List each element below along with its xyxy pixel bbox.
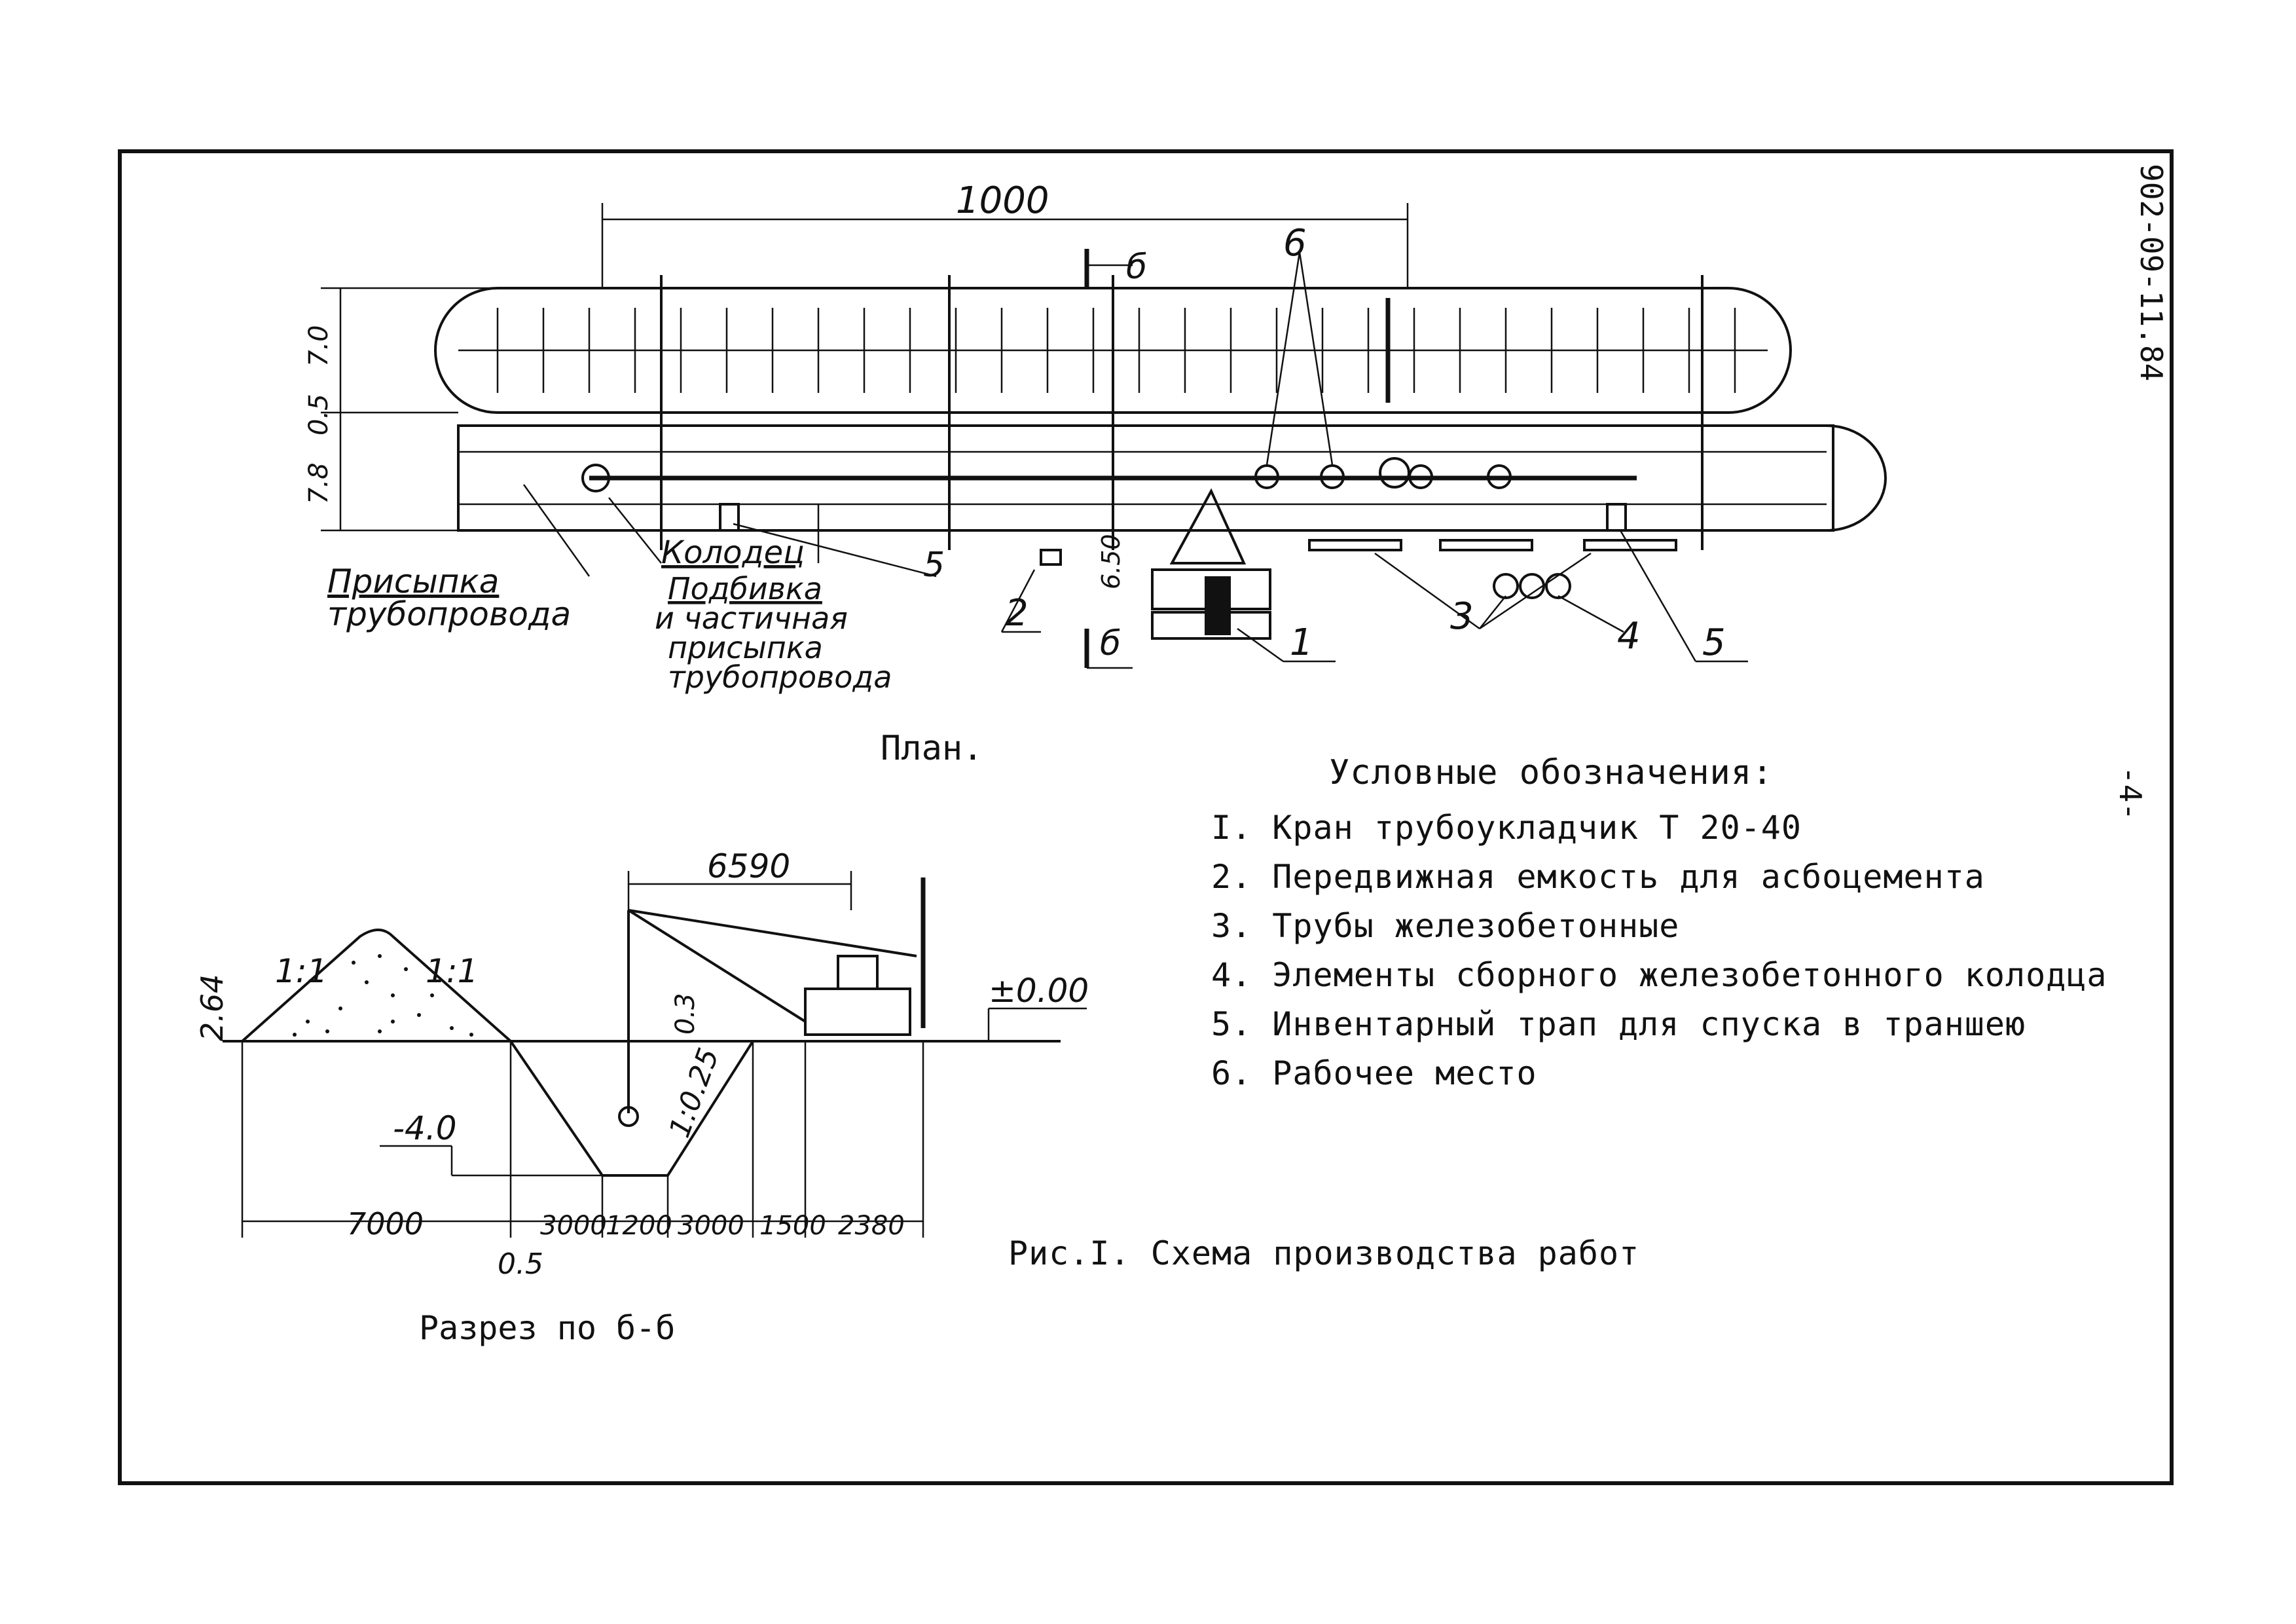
station-lines xyxy=(660,275,1704,550)
bottom-dim-2: 1200 xyxy=(606,1211,672,1241)
plan-dim-left-2: 7.8 xyxy=(304,462,334,504)
section-dim-top: 6590 xyxy=(707,847,790,885)
legend-item-4: 4. Элементы сборного железобетонного кол… xyxy=(1211,956,2107,994)
label-tamping-3: присыпка xyxy=(668,630,823,665)
trench-outline xyxy=(457,424,1834,532)
ladder-symbol xyxy=(1606,503,1627,532)
callout-5-left: 5 xyxy=(923,545,945,585)
crane-section xyxy=(618,877,926,1127)
crane-plan-symbol xyxy=(1151,488,1271,640)
section-mark-bottom: б xyxy=(1100,624,1121,663)
drawing-frame xyxy=(118,149,2174,1485)
height-mound: 2.64 xyxy=(194,974,230,1041)
legend-item-2: 2. Передвижная емкость для асбоцемента xyxy=(1211,858,1985,896)
label-tamping-2: и частичная xyxy=(655,600,848,636)
callout-2: 2 xyxy=(1005,592,1029,635)
plan-dim-left-1: 0.5 xyxy=(304,394,334,435)
bottom-dim-5: 2380 xyxy=(838,1211,905,1241)
label-tamping-4: трубопровода xyxy=(668,659,892,695)
trench-profile xyxy=(509,1040,754,1177)
callout-4: 4 xyxy=(1617,615,1641,657)
legend-item-3: 3. Трубы железобетонные xyxy=(1211,907,1680,945)
bottom-dim-3: 3000 xyxy=(678,1211,744,1241)
spoil-hatch xyxy=(496,308,1736,393)
legend-item-5: 5. Инвентарный трап для спуска в траншею xyxy=(1211,1005,2026,1043)
callout-5: 5 xyxy=(1702,621,1726,664)
pipes-symbols xyxy=(1308,539,1677,551)
section-title: Разрез по б-б xyxy=(419,1309,675,1347)
section-view: 1:1 1:1 2.64 1:0.25 0.3 -4.0 6590 ±0.00 xyxy=(194,847,1089,1281)
level-zero: ±0.00 xyxy=(989,972,1089,1010)
plan-view: 1000 xyxy=(304,179,1887,695)
plan-dim-top: 1000 xyxy=(956,179,1049,222)
section-mark-top: б xyxy=(1126,248,1147,287)
label-well: Колодец xyxy=(661,534,805,571)
legend-item-1: I. Кран трубоукладчик Т 20-40 xyxy=(1211,809,1802,847)
callout-1: 1 xyxy=(1290,621,1313,664)
mound-stipple xyxy=(293,954,473,1037)
bottom-dim-small: 0.5 xyxy=(498,1247,543,1281)
callout-3: 3 xyxy=(1450,595,1474,638)
container-symbol xyxy=(1040,549,1062,566)
well-symbol xyxy=(581,464,610,492)
bottom-dim-0: 7000 xyxy=(347,1206,424,1242)
spoil-mound xyxy=(241,929,512,1043)
plan-dim-small: 6.50 xyxy=(1097,534,1125,589)
document-code: 902-09-11.84 xyxy=(2134,164,2169,381)
work-place-markers xyxy=(1254,457,1512,489)
callout-6: 6 xyxy=(1283,222,1307,265)
page-number: -4- xyxy=(2113,766,2148,821)
well-elements-symbols xyxy=(1493,573,1571,599)
slope-trench: 1:0.25 xyxy=(663,1044,725,1142)
bottom-dim-4: 1500 xyxy=(759,1211,826,1241)
figure-caption: Рис.I. Схема производства работ xyxy=(1008,1234,1640,1272)
legend-item-6: 6. Рабочее место xyxy=(1211,1054,1537,1092)
bottom-dim-1: 3000 xyxy=(540,1211,607,1241)
label-backfill-1: Присыпка xyxy=(327,563,499,600)
spoil-pile-outline xyxy=(434,287,1792,414)
slope-right: 1:1 xyxy=(426,952,478,990)
level-bottom: -4.0 xyxy=(393,1109,457,1147)
height-small: 0.3 xyxy=(670,993,701,1035)
label-backfill-2: трубопровода xyxy=(327,595,571,633)
legend-title: Условные обозначения: xyxy=(1329,753,1774,792)
plan-dim-left-0: 7.0 xyxy=(304,325,334,367)
plan-title: План. xyxy=(881,729,983,768)
slope-left: 1:1 xyxy=(275,952,327,990)
label-tamping-1: Подбивка xyxy=(668,571,822,606)
